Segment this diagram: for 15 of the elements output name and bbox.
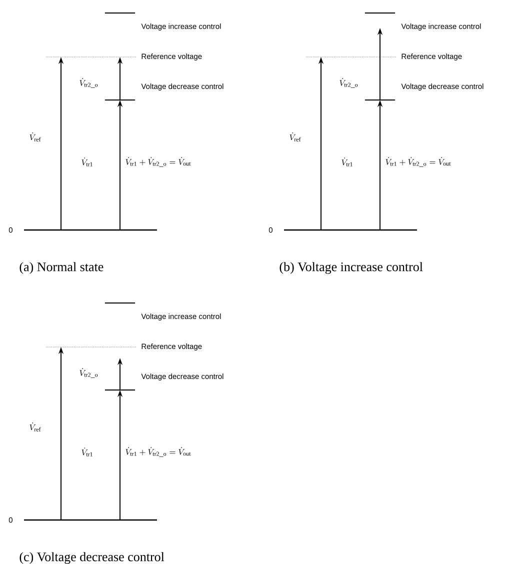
formula: $\dot{V}_{\mathrm{tr2\_o}}$: [340, 78, 358, 88]
formula: $\dot{V}_{\mathrm{ref}}$: [290, 132, 301, 142]
caption: (a) Normal state: [20, 262, 104, 274]
formula: $\dot{V}_{\mathrm{tr1}}$: [342, 158, 352, 166]
formula: $\dot{V}_{\mathrm{tr1}} + \dot{V}_{\mathrm{tr2\_o}} = \dot{V}_{\mathrm{out}}$: [386, 157, 451, 167]
formula: $\dot{V}_{\mathrm{tr2\_o}}$: [80, 368, 98, 378]
formula: $\dot{V}_{\mathrm{tr1}} + \dot{V}_{\mathrm{tr2\_o}} = \dot{V}_{\mathrm{out}}$: [126, 157, 191, 167]
formula: $\dot{V}_{\mathrm{ref}}$: [30, 132, 41, 142]
formula: $\dot{V}_{\mathrm{ref}}$: [30, 422, 41, 432]
formula: $\dot{V}_{\mathrm{tr1}} + \dot{V}_{\mathrm{tr2\_o}} = \dot{V}_{\mathrm{out}}$: [126, 447, 191, 457]
caption: (b) Voltage increase control: [280, 262, 423, 274]
caption: (c) Voltage decrease control: [20, 552, 164, 564]
formula: $\dot{V}_{\mathrm{tr2\_o}}$: [80, 78, 98, 88]
formula: $\dot{V}_{\mathrm{tr1}}$: [82, 448, 92, 456]
formula: $\dot{V}_{\mathrm{tr1}}$: [82, 158, 92, 166]
